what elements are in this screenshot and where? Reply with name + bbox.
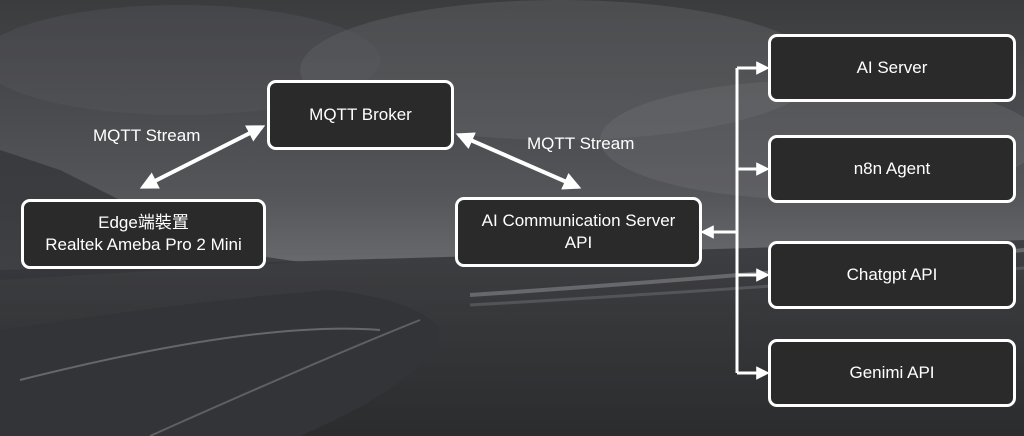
ai-server-node: AI Server [768, 34, 1016, 102]
mqtt-broker-label: MQTT Broker [309, 105, 412, 124]
edge-device-model: Realtek Ameba Pro 2 Mini [45, 235, 242, 254]
broker-server-arrow [455, 132, 582, 190]
edge-broker-arrow [139, 125, 266, 189]
ai-communication-server-subtitle: API [564, 233, 593, 252]
n8n-agent-node: n8n Agent [768, 135, 1016, 203]
genimi-api-label: Genimi API [849, 363, 935, 382]
right-stream-label: MQTT Stream [527, 134, 635, 153]
ai-communication-server-node: AI Communication Server API [455, 197, 702, 267]
edge-device-node: Edge端裝置 Realtek Ameba Pro 2 Mini [21, 199, 266, 269]
chatgpt-api-node: Chatgpt API [768, 241, 1016, 309]
ai-communication-server-title: AI Communication Server [481, 211, 676, 230]
chatgpt-api-label: Chatgpt API [846, 265, 938, 284]
mqtt-broker-node: MQTT Broker [267, 80, 454, 150]
ai-server-label: AI Server [856, 58, 928, 77]
n8n-agent-label: n8n Agent [853, 159, 931, 178]
left-stream-label: MQTT Stream [93, 126, 201, 145]
genimi-api-node: Genimi API [768, 339, 1016, 407]
edge-device-title: Edge端裝置 [98, 213, 189, 232]
